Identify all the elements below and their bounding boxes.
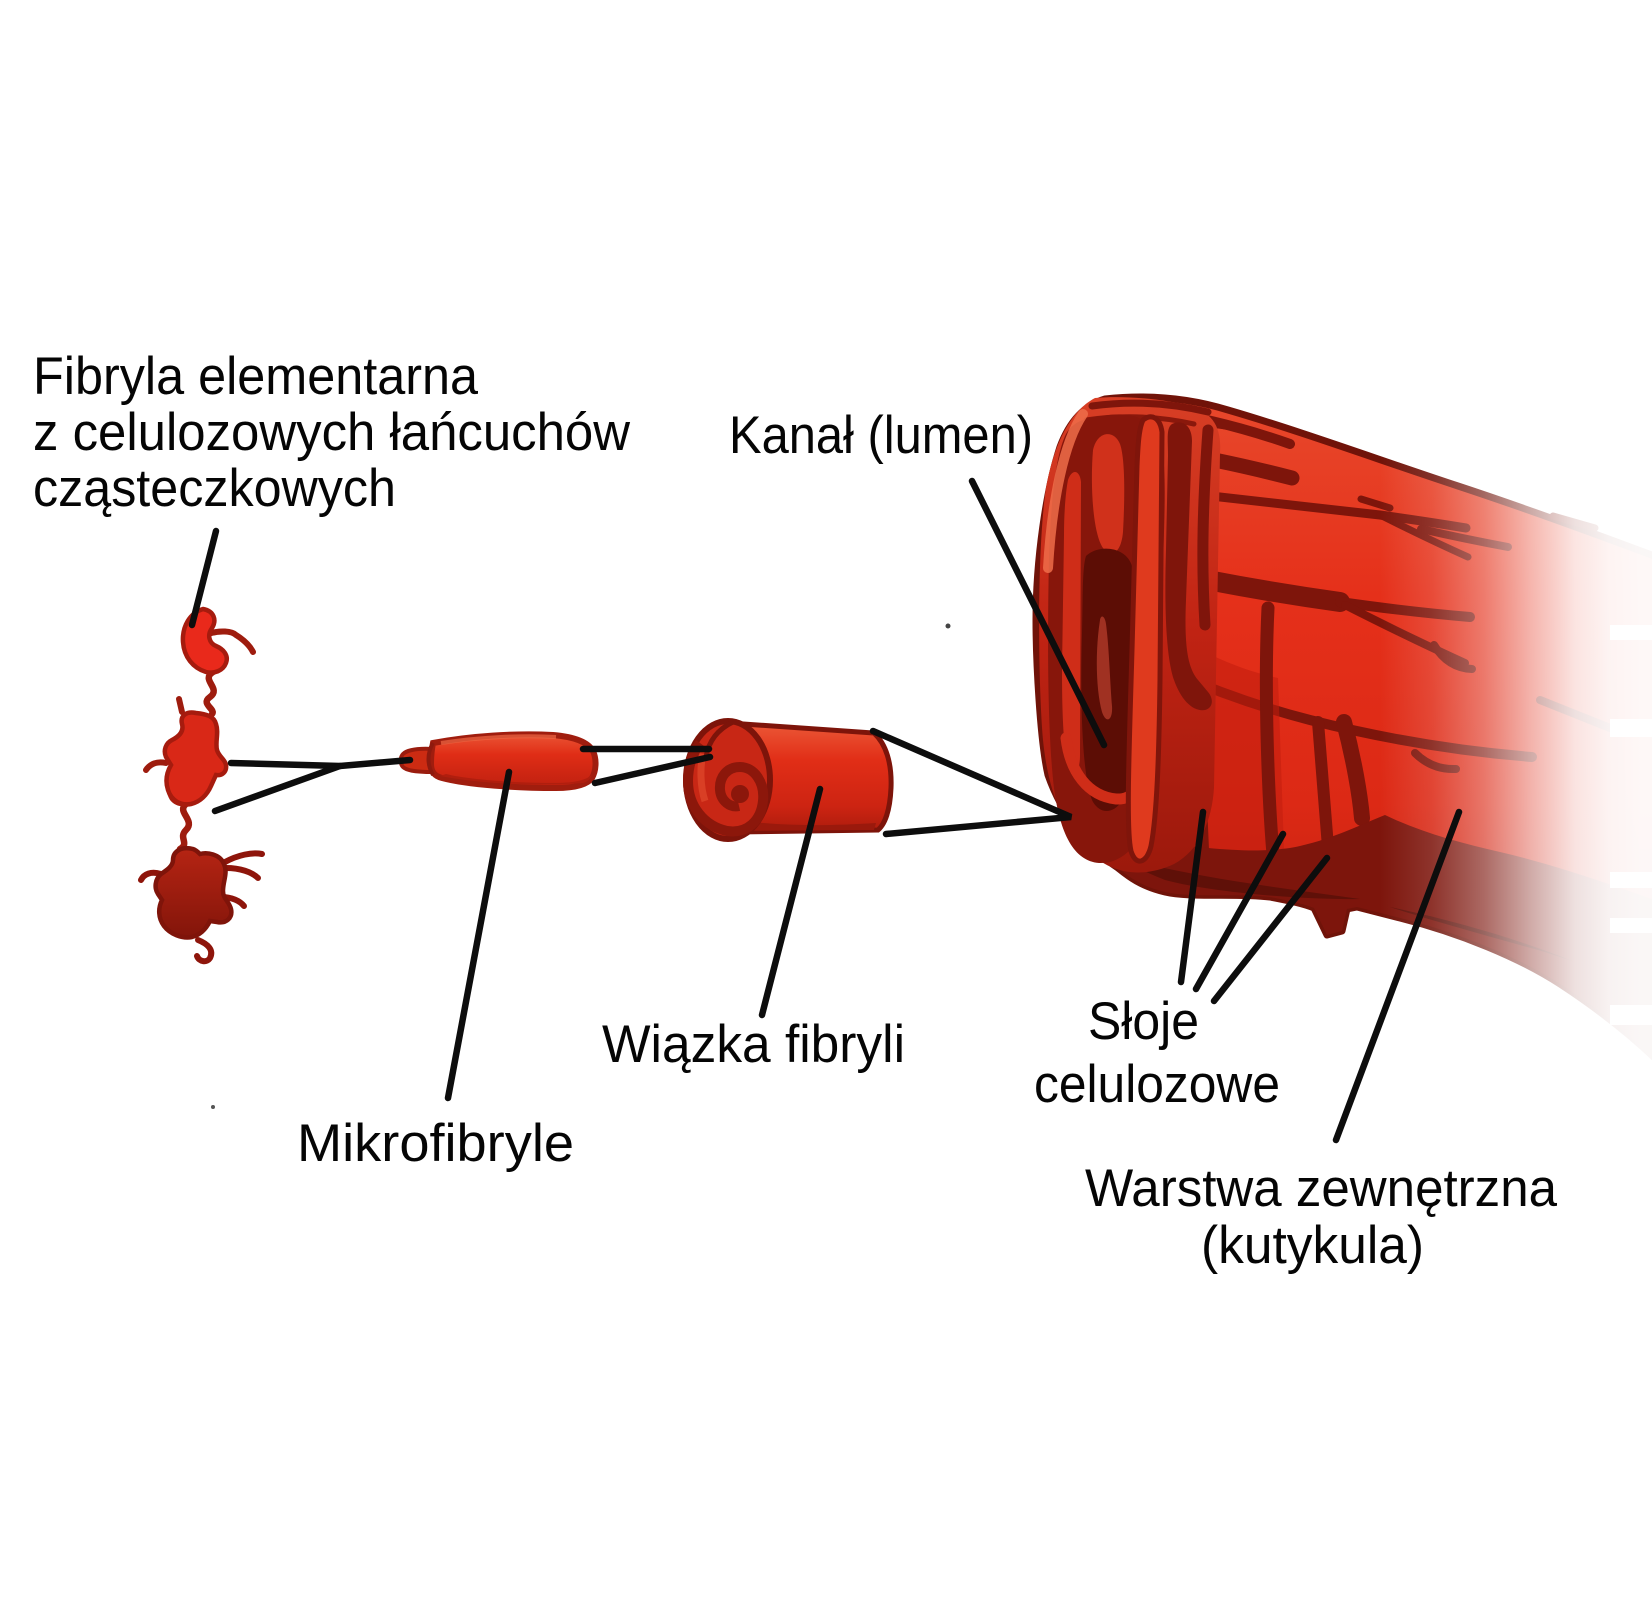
svg-text:(kutykula): (kutykula) bbox=[1201, 1216, 1424, 1275]
svg-text:celulozowe: celulozowe bbox=[1034, 1055, 1280, 1114]
svg-text:Słoje: Słoje bbox=[1088, 992, 1199, 1051]
svg-text:z celulozowych łańcuchów: z celulozowych łańcuchów bbox=[33, 403, 631, 462]
svg-text:Warstwa zewnętrzna: Warstwa zewnętrzna bbox=[1085, 1159, 1557, 1218]
svg-text:Mikrofibryle: Mikrofibryle bbox=[297, 1114, 574, 1173]
svg-text:Wiązka fibryli: Wiązka fibryli bbox=[602, 1015, 905, 1074]
svg-text:cząsteczkowych: cząsteczkowych bbox=[33, 459, 396, 518]
svg-text:Kanał (lumen): Kanał (lumen) bbox=[729, 406, 1033, 465]
svg-text:Fibryla elementarna: Fibryla elementarna bbox=[33, 347, 478, 406]
